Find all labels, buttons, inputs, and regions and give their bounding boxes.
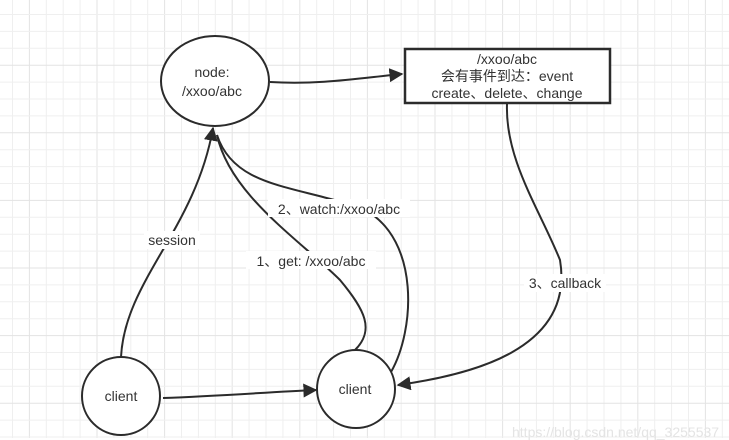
- edge-label-watch: 2、watch:/xxoo/abc: [268, 199, 410, 217]
- znode-label-line2: /xxoo/abc: [182, 83, 242, 99]
- client-right: client: [316, 349, 396, 429]
- znode: node: /xxoo/abc: [160, 35, 270, 127]
- edge-label-get: 1、get: /xxoo/abc: [246, 251, 376, 269]
- watch-label: 2、watch:/xxoo/abc: [278, 201, 400, 217]
- edge-callback: [396, 103, 563, 391]
- event-box-line1: /xxoo/abc: [477, 51, 537, 67]
- get-label: 1、get: /xxoo/abc: [257, 253, 366, 269]
- edge-client-to-client: [162, 383, 318, 399]
- edge-znode-to-eventbox: [269, 68, 404, 84]
- edge-label-callback: 3、callback: [524, 274, 606, 292]
- client-right-label: client: [339, 381, 372, 397]
- client-left: client: [81, 356, 161, 436]
- event-box: /xxoo/abc 会有事件到达：event create、delete、cha…: [403, 47, 612, 105]
- event-box-line2: 会有事件到达：event: [441, 68, 573, 84]
- session-label: session: [148, 232, 195, 248]
- edge-session: [120, 126, 218, 358]
- edge-label-session: session: [144, 231, 200, 249]
- event-box-line3: create、delete、change: [432, 85, 583, 101]
- watermark: https://blog.csdn.net/qq_3255537: [512, 424, 720, 440]
- client-left-label: client: [105, 388, 138, 404]
- callback-label: 3、callback: [529, 275, 602, 291]
- znode-label-line1: node:: [194, 64, 229, 80]
